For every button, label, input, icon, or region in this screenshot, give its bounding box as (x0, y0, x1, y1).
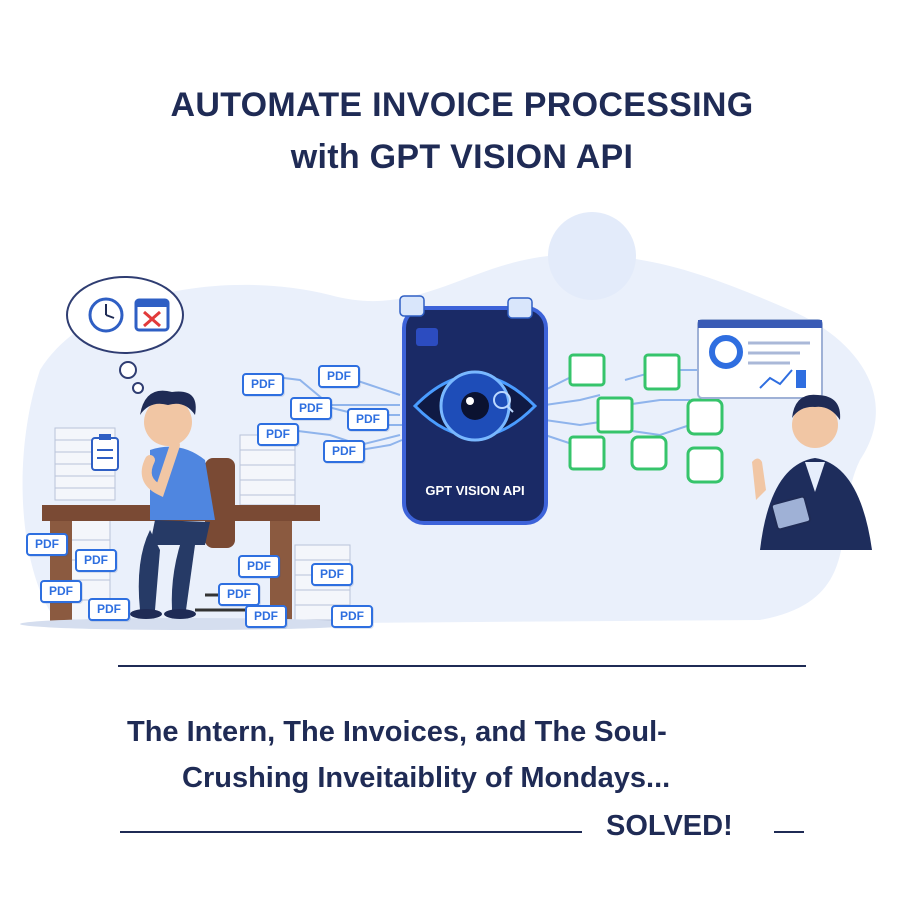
divider-bottom-right (774, 831, 804, 833)
tagline-line1: The Intern, The Invoices, and The Soul- (127, 716, 667, 748)
device-label: GPT VISION API (425, 483, 525, 498)
pdf-tag: PDF (318, 365, 360, 388)
page-subtitle: with GPT VISION API (290, 138, 634, 176)
document-icon (568, 353, 606, 387)
dashboard-icon (697, 319, 823, 399)
pdf-tag: PDF (26, 533, 68, 556)
share-icon (686, 398, 724, 436)
calendar-icon (134, 298, 170, 332)
pdf-tag: PDF (40, 580, 82, 603)
stressed-intern (130, 390, 245, 619)
happy-professional (752, 394, 872, 550)
pdf-tag: PDF (88, 598, 130, 621)
pdf-tag: PDF (331, 605, 373, 628)
pdf-tag: PDF (242, 373, 284, 396)
document-icon (596, 396, 634, 434)
tagline-line2: Crushing Inveitaiblity of Mondays... (182, 762, 671, 794)
output-icons (568, 353, 724, 484)
solved-label: SOLVED! (606, 810, 733, 842)
pdf-tag: PDF (323, 440, 365, 463)
pdf-tag: PDF (311, 563, 353, 586)
page-title: AUTOMATE INVOICE PROCESSING (170, 86, 754, 124)
document-icon (568, 435, 606, 471)
pdf-tag: PDF (245, 605, 287, 628)
pdf-tag: PDF (290, 397, 332, 420)
illustration-scene (20, 212, 876, 630)
clipboard-icon (91, 434, 119, 471)
pdf-tag: PDF (218, 583, 260, 606)
sync-icon (630, 435, 668, 471)
tablet-icon (770, 495, 812, 531)
thought-bubble (66, 276, 184, 394)
magnifier-icon (493, 391, 514, 413)
pdf-tag: PDF (347, 408, 389, 431)
background-bubble (548, 212, 636, 300)
gpt-vision-device (399, 295, 548, 525)
clock-icon (88, 297, 124, 333)
pdf-tag: PDF (238, 555, 280, 578)
document-icon (643, 353, 681, 391)
pdf-tag: PDF (257, 423, 299, 446)
database-icon (686, 446, 724, 484)
pdf-tag: PDF (75, 549, 117, 572)
divider-top (118, 665, 806, 667)
divider-bottom-left (120, 831, 582, 833)
